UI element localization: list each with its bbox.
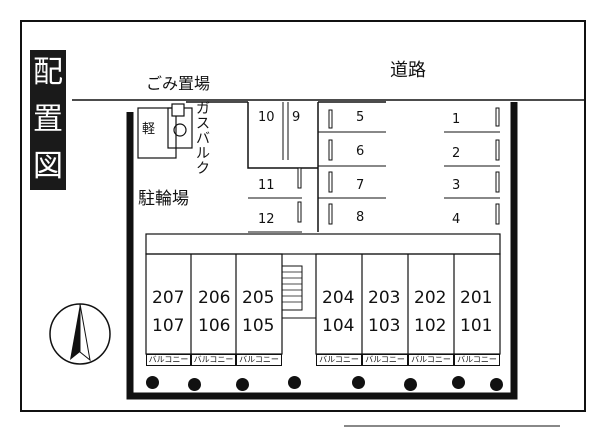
unit-101: 101 [460,316,493,336]
balcony-104: バルコニー [316,354,362,366]
balcony-101: バルコニー [454,354,500,366]
balcony-105: バルコニー [236,354,282,366]
unit-204: 204 [322,288,355,308]
unit-102: 102 [414,316,447,336]
title-char-3: 図 [33,148,63,184]
tree-icon [146,376,159,389]
unit-103: 103 [368,316,401,336]
parking-spot-4: 4 [452,212,461,227]
tree-icon [490,378,503,391]
kei-label: 軽 [142,122,156,137]
map-title: 配 置 図 [30,50,66,190]
balcony-107: バルコニー [146,354,191,366]
parking-block-left [247,102,318,169]
unit-201: 201 [460,288,493,308]
parking-spot-3: 3 [452,178,461,193]
road-label: 道路 [390,60,426,81]
balcony-102: バルコニー [408,354,454,366]
unit-207: 207 [152,288,185,308]
unit-202: 202 [414,288,447,308]
unit-205: 205 [242,288,275,308]
parking-spot-10: 10 [258,110,275,125]
tree-icon [288,376,301,389]
north-arrow-icon [49,303,111,365]
gas-tank-icon [173,123,187,137]
tree-icon [236,378,249,391]
parking-spot-5: 5 [356,110,365,125]
parking-spot-6: 6 [356,144,365,159]
unit-203: 203 [368,288,401,308]
gas-bulk-label: ガスバルク [196,101,210,177]
parking-spot-1: 1 [452,112,461,127]
title-char-1: 配 [33,55,63,91]
title-char-2: 置 [33,101,63,137]
garbage-area-label: ごみ置場 [146,74,211,93]
parking-spot-7: 7 [356,178,365,193]
property-boundary [126,102,518,400]
unit-107: 107 [152,316,185,336]
unit-206: 206 [198,288,231,308]
parking-spot-8: 8 [356,210,365,225]
parking-spot-9: 9 [292,110,301,125]
unit-105: 105 [242,316,275,336]
unit-106: 106 [198,316,231,336]
unit-104: 104 [322,316,355,336]
map-frame [20,20,586,412]
balcony-106: バルコニー [191,354,236,366]
garbage-box [171,103,185,117]
corridor [145,233,501,255]
tree-icon [452,376,465,389]
tree-icon [352,376,365,389]
staircase [281,265,316,319]
balcony-103: バルコニー [362,354,408,366]
kei-parking-box [137,107,177,159]
tree-icon [404,378,417,391]
tree-icon [188,378,201,391]
parking-spot-12: 12 [258,212,275,227]
bicycle-parking-label: 駐輪場 [138,189,189,209]
parking-spot-11: 11 [258,178,275,193]
parking-spot-2: 2 [452,146,461,161]
